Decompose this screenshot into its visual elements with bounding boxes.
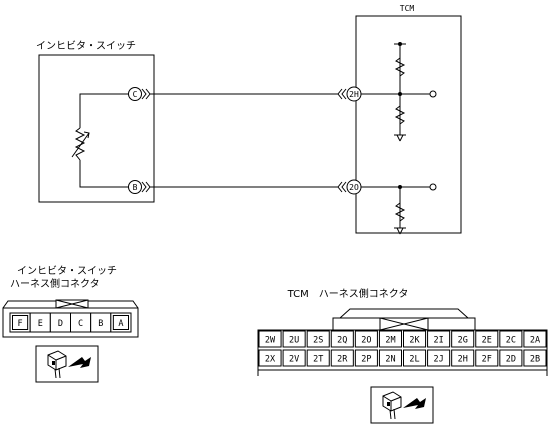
tcm-pin-2T: 2T: [306, 349, 330, 367]
tcm-label: TCM: [400, 4, 415, 13]
tcm-connector-title: TCM ハーネス側コネクタ: [287, 287, 409, 300]
pin-label: D: [58, 319, 63, 329]
pin-label: 2S: [313, 336, 323, 346]
switch-pin-c: C: [128, 87, 142, 101]
inhibitor-pin-C: C: [70, 312, 92, 333]
pin-label: 2C: [506, 336, 516, 346]
tcm-internal-circuit-lower: [361, 183, 437, 235]
inhibitor-internal-wiring: [71, 93, 129, 188]
connector-view-icon: [370, 386, 434, 424]
tcm-box: [355, 15, 462, 234]
pin-label: 2H: [458, 355, 468, 365]
tcm-pin-2I: 2I: [427, 330, 451, 348]
pin-label: C: [78, 319, 83, 329]
tcm-pin-2E: 2E: [475, 330, 499, 348]
svg-text:2O: 2O: [349, 183, 359, 192]
pin-label: 2K: [409, 336, 420, 346]
tcm-pin-2G: 2G: [451, 330, 475, 348]
pin-label: 2W: [265, 336, 276, 346]
tcm-pin-2Q: 2Q: [330, 330, 354, 348]
tcm-pin-2U: 2U: [282, 330, 306, 348]
tcm-chevrons: [337, 88, 347, 193]
inhibitor-pin-D: D: [49, 312, 71, 333]
tcm-pin-2X: 2X: [258, 349, 282, 367]
tcm-pin-2D: 2D: [499, 349, 523, 367]
tcm-pin-2V: 2V: [282, 349, 306, 367]
pin-label: 2R: [337, 355, 348, 365]
pin-label: F: [18, 319, 23, 329]
tcm-pin-2R: 2R: [330, 349, 354, 367]
inhibitor-pin-A: A: [110, 312, 132, 333]
pin-label: 2D: [506, 355, 516, 365]
tcm-pin-2K: 2K: [403, 330, 427, 348]
pin-label: A: [118, 319, 123, 329]
pin-label: 2O: [361, 336, 371, 346]
inhibitor-pin-B: B: [90, 312, 112, 333]
pin-label: 2N: [385, 355, 395, 365]
tcm-pin-2A: 2A: [523, 330, 547, 348]
tcm-pin-grid: 2W 2U 2S 2Q 2O 2M 2K 2I 2G 2E 2C 2A 2X 2V 2T 2R 2P 2N 2L 2J…: [258, 330, 547, 367]
junction-dot: [398, 185, 402, 189]
svg-text:C: C: [133, 90, 138, 99]
tcm-pin-2N: 2N: [378, 349, 402, 367]
switch-chevrons: [141, 88, 151, 193]
svg-text:2H: 2H: [349, 90, 359, 99]
pin-label: 2J: [434, 355, 444, 365]
pin-label: 2G: [458, 336, 468, 346]
tcm-pin-2J: 2J: [427, 349, 451, 367]
pin-label: 2B: [530, 355, 540, 365]
pin-label: 2I: [434, 336, 444, 346]
svg-text:B: B: [133, 183, 138, 192]
tcm-pin-2o: 2O: [346, 179, 362, 195]
tcm-pin-2S: 2S: [306, 330, 330, 348]
switch-pin-b: B: [128, 180, 142, 194]
inhibitor-switch-label: インヒビタ・スイッチ: [36, 40, 136, 52]
pin-label: 2Q: [337, 336, 347, 346]
tcm-pin-2M: 2M: [378, 330, 402, 348]
tcm-pin-2P: 2P: [354, 349, 378, 367]
tcm-connector: [257, 308, 548, 376]
pin-label: E: [38, 319, 43, 329]
inhibitor-pin-F: F: [9, 312, 31, 333]
pin-label: 2M: [385, 336, 395, 346]
tcm-pin-2O: 2O: [354, 330, 378, 348]
junction-dot: [398, 42, 402, 46]
pin-label: 2V: [289, 355, 299, 365]
inhibitor-switch-box: [38, 54, 155, 203]
tcm-pin-2B: 2B: [523, 349, 547, 367]
pin-label: 2L: [409, 355, 419, 365]
pin-label: 2E: [482, 336, 492, 346]
pin-label: 2U: [289, 336, 299, 346]
pin-label: 2A: [530, 336, 540, 346]
tcm-pin-2h: 2H: [346, 86, 362, 102]
tcm-internal-circuit-upper: [361, 43, 437, 142]
tcm-pin-2C: 2C: [499, 330, 523, 348]
pin-label: 2P: [361, 355, 371, 365]
inhibitor-connector-title-2: ハーネス側コネクタ: [10, 277, 100, 290]
connector-view-icon: [35, 345, 99, 383]
tcm-pin-2W: 2W: [258, 330, 282, 348]
inhibitor-pin-E: E: [29, 312, 51, 333]
pin-label: B: [98, 319, 103, 329]
junction-dot: [398, 92, 402, 96]
pin-label: 2F: [482, 355, 492, 365]
pin-label: 2T: [313, 355, 323, 365]
tcm-pin-2L: 2L: [403, 349, 427, 367]
pin-label: 2X: [265, 355, 276, 365]
tcm-pin-2H: 2H: [451, 349, 475, 367]
inhibitor-connector-title-1: インヒビタ・スイッチ: [17, 265, 117, 277]
tcm-pin-2F: 2F: [475, 349, 499, 367]
